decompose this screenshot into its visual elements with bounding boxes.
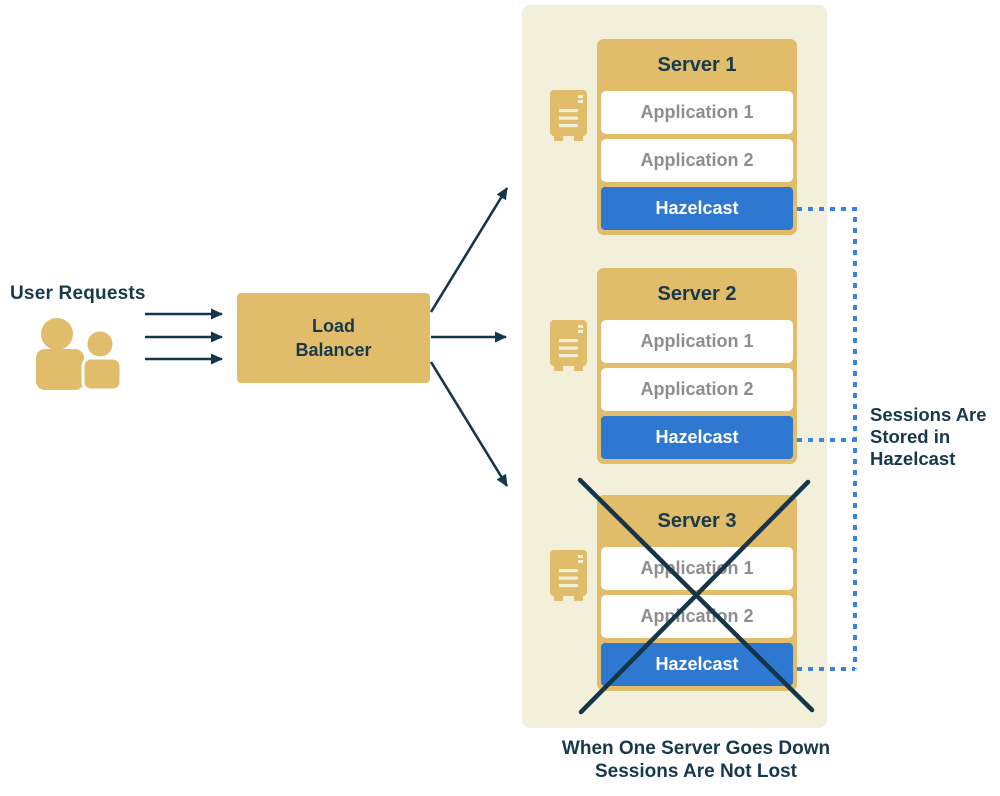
server-title: Server 1 bbox=[657, 53, 737, 76]
side-note-line3: Hazelcast bbox=[870, 448, 956, 469]
server-tower-icon-1 bbox=[550, 90, 587, 141]
server-tower-icon-3 bbox=[550, 550, 587, 601]
application-slot: Application 1 bbox=[601, 547, 793, 590]
server-node-1: Server 1 Application 1 Application 2 Haz… bbox=[597, 39, 797, 235]
application-slot: Application 2 bbox=[601, 139, 793, 182]
server-title: Server 2 bbox=[657, 282, 737, 305]
side-note-line1: Sessions Are bbox=[870, 404, 987, 425]
hazelcast-slot: Hazelcast bbox=[601, 187, 793, 230]
caption-line2: Sessions Are Not Lost bbox=[594, 761, 797, 782]
side-note-line2: Stored in bbox=[870, 426, 951, 447]
lb-arrow-server1 bbox=[429, 187, 509, 313]
caption: When One Server Goes Down Sessions Are N… bbox=[521, 737, 871, 783]
hazelcast-slot: Hazelcast bbox=[601, 416, 793, 459]
load-balancer-label-line1: Load bbox=[312, 316, 355, 336]
lb-arrow-server3 bbox=[429, 361, 509, 487]
user-requests-label: User Requests bbox=[10, 283, 146, 304]
server-tower-icon-2 bbox=[550, 320, 587, 371]
application-slot: Application 1 bbox=[601, 320, 793, 363]
side-note: Sessions Are Stored in Hazelcast bbox=[870, 404, 1000, 470]
load-balancer-node: Load Balancer bbox=[237, 293, 430, 383]
server-node-3: Server 3 Application 1 Application 2 Haz… bbox=[597, 495, 797, 691]
application-slot: Application 2 bbox=[601, 595, 793, 638]
load-balancer-label-line2: Balancer bbox=[295, 340, 372, 360]
hazelcast-slot: Hazelcast bbox=[601, 643, 793, 686]
server-title: Server 3 bbox=[657, 509, 737, 532]
application-slot: Application 1 bbox=[601, 91, 793, 134]
application-slot: Application 2 bbox=[601, 368, 793, 411]
caption-line1: When One Server Goes Down bbox=[561, 738, 831, 759]
server-node-2: Server 2 Application 1 Application 2 Haz… bbox=[597, 268, 797, 464]
users-icon bbox=[36, 318, 122, 390]
